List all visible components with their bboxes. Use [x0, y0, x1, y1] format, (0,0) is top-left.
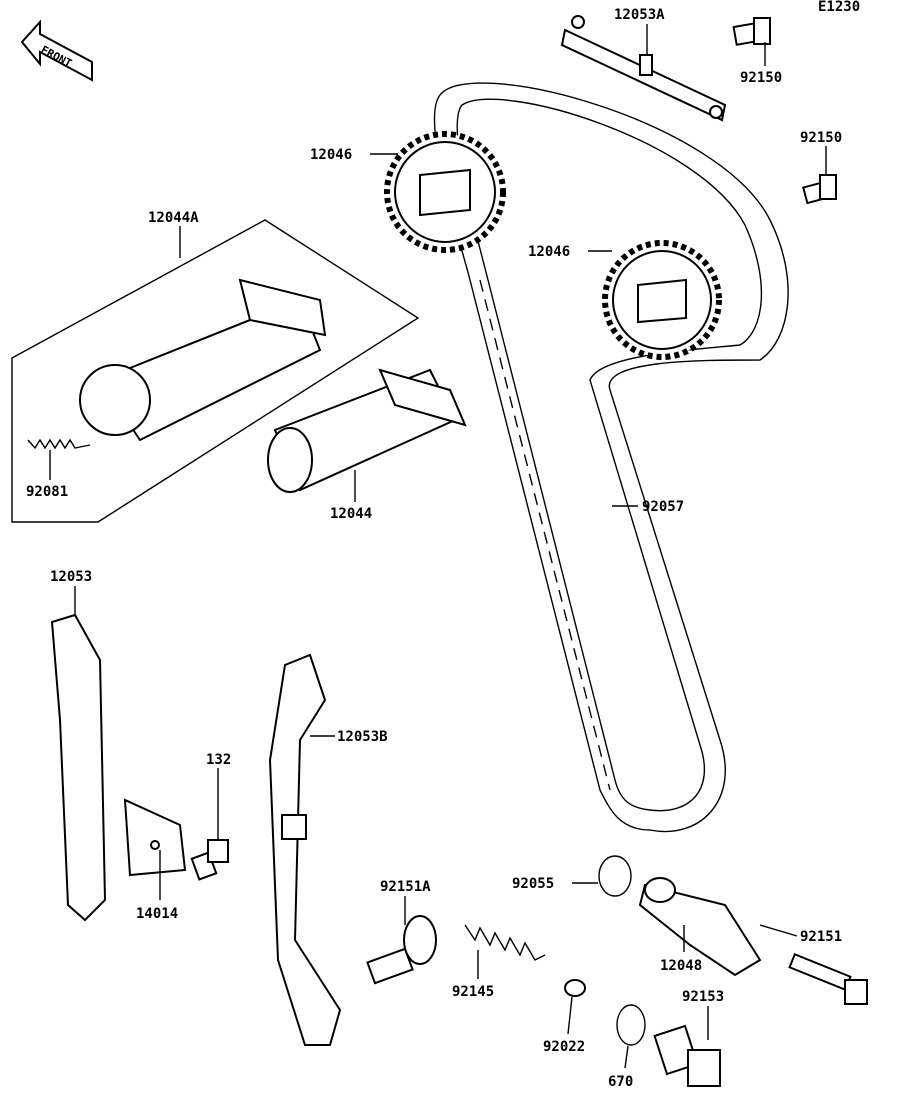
part-label[interactable]: 92150	[800, 130, 842, 146]
part-label[interactable]: 12048	[660, 958, 702, 974]
chain-guide-top	[560, 15, 727, 122]
tensioner-12048	[638, 877, 762, 977]
camshaft-kit-box	[11, 219, 420, 523]
sprocket-12046-lower	[602, 240, 722, 360]
part-label[interactable]: 92150	[740, 70, 782, 86]
part-label[interactable]: 12046	[310, 147, 352, 163]
bolt-92150-top	[732, 17, 771, 46]
part-label[interactable]: 12053A	[614, 7, 665, 23]
part-label[interactable]: 92151A	[380, 879, 431, 895]
bolt-92150-right	[802, 174, 837, 205]
o-ring-670	[616, 1004, 646, 1046]
part-label[interactable]: 12053	[50, 569, 92, 585]
diagram-code: E1230	[818, 0, 860, 15]
sprocket-12046-upper	[384, 131, 506, 253]
part-label[interactable]: 92153	[682, 989, 724, 1005]
front-arrow-icon: FRONT	[20, 19, 93, 82]
camshaft-exhaust	[79, 278, 327, 442]
spring-92145	[464, 924, 546, 961]
part-label[interactable]: 670	[608, 1074, 633, 1090]
part-label[interactable]: 92081	[26, 484, 68, 500]
o-ring-92055	[598, 855, 632, 897]
part-label[interactable]: 132	[206, 752, 231, 768]
part-label[interactable]: 92145	[452, 984, 494, 1000]
bolt-92151	[788, 952, 868, 1005]
part-label[interactable]: 12044A	[148, 210, 199, 226]
part-label[interactable]: 12044	[330, 506, 372, 522]
bolt-132	[190, 839, 229, 881]
pin-92151A	[366, 915, 437, 985]
part-label[interactable]: 92057	[642, 499, 684, 515]
part-label[interactable]: 92022	[543, 1039, 585, 1055]
plug-92153	[653, 1024, 721, 1087]
part-label[interactable]: 92055	[512, 876, 554, 892]
chain-guide-12053	[50, 613, 107, 922]
part-label[interactable]: 14014	[136, 906, 178, 922]
plate-14014	[123, 798, 187, 877]
part-label[interactable]: 12046	[528, 244, 570, 260]
chain-tensioner-guide-12053B	[268, 653, 342, 1046]
cam-chain	[433, 82, 789, 833]
washer-92022	[564, 979, 586, 997]
camshaft-intake	[267, 368, 467, 493]
part-label[interactable]: 12053B	[337, 729, 388, 745]
guide-pin	[281, 814, 307, 840]
leader-lines	[49, 24, 827, 1069]
spring-92081	[27, 438, 91, 450]
part-label[interactable]: 92151	[800, 929, 842, 945]
